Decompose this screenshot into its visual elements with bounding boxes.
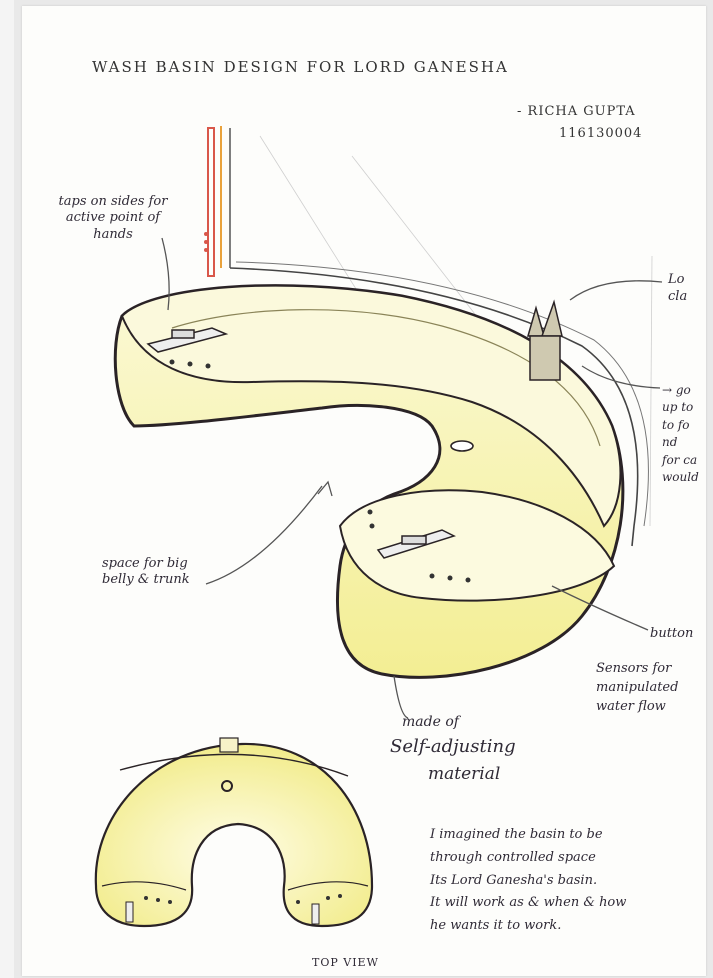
note-made-of: made of xyxy=(402,714,459,732)
note-right-top-line: cla xyxy=(668,289,687,306)
note-sensors-line: manipulated xyxy=(596,679,678,698)
note-right-mid-line: would xyxy=(662,469,699,486)
note-right-mid-line: nd xyxy=(662,434,699,451)
paragraph-line: he wants it to work. xyxy=(430,915,626,938)
note-space: space for big belly & trunk xyxy=(102,556,202,589)
note-right-mid: → go up to to fo nd for ca would xyxy=(662,382,699,486)
paragraph-line: through controlled space xyxy=(430,847,626,870)
roll-number: 116130004 xyxy=(559,126,642,142)
note-taps: taps on sides for active point of hands xyxy=(58,194,168,243)
sheet-title: WASH BASIN DESIGN FOR LORD GANESHA xyxy=(92,58,509,77)
note-button: button xyxy=(650,626,693,642)
top-view-label: TOP VIEW xyxy=(312,956,379,970)
note-sensors: Sensors for manipulated water flow xyxy=(596,660,678,717)
note-right-top-line: Lo xyxy=(668,272,687,289)
tap-pipe xyxy=(204,126,230,276)
paragraph-line: I imagined the basin to be xyxy=(430,824,626,847)
top-view-sketch xyxy=(96,738,372,926)
note-material: material xyxy=(428,764,500,785)
note-right-mid-line: up to xyxy=(662,399,699,416)
note-right-mid-line: for ca xyxy=(662,452,699,469)
paragraph-line: It will work as & when & how xyxy=(430,892,626,915)
left-margin-strip xyxy=(0,0,14,978)
sketch-page: WASH BASIN DESIGN FOR LORD GANESHA - RIC… xyxy=(22,6,706,976)
paragraph-line: Its Lord Ganesha's basin. xyxy=(430,870,626,893)
note-sensors-line: Sensors for xyxy=(596,660,678,679)
drain-hole xyxy=(451,441,473,451)
note-self-adjusting: Self-adjusting xyxy=(390,736,516,759)
concept-paragraph: I imagined the basin to be through contr… xyxy=(430,824,626,938)
note-right-mid-line: → go xyxy=(662,382,699,399)
note-sensors-line: water flow xyxy=(596,698,678,717)
note-right-mid-line: to fo xyxy=(662,417,699,434)
note-right-top: Lo cla xyxy=(668,272,687,306)
author-name: - RICHA GUPTA xyxy=(517,104,636,120)
